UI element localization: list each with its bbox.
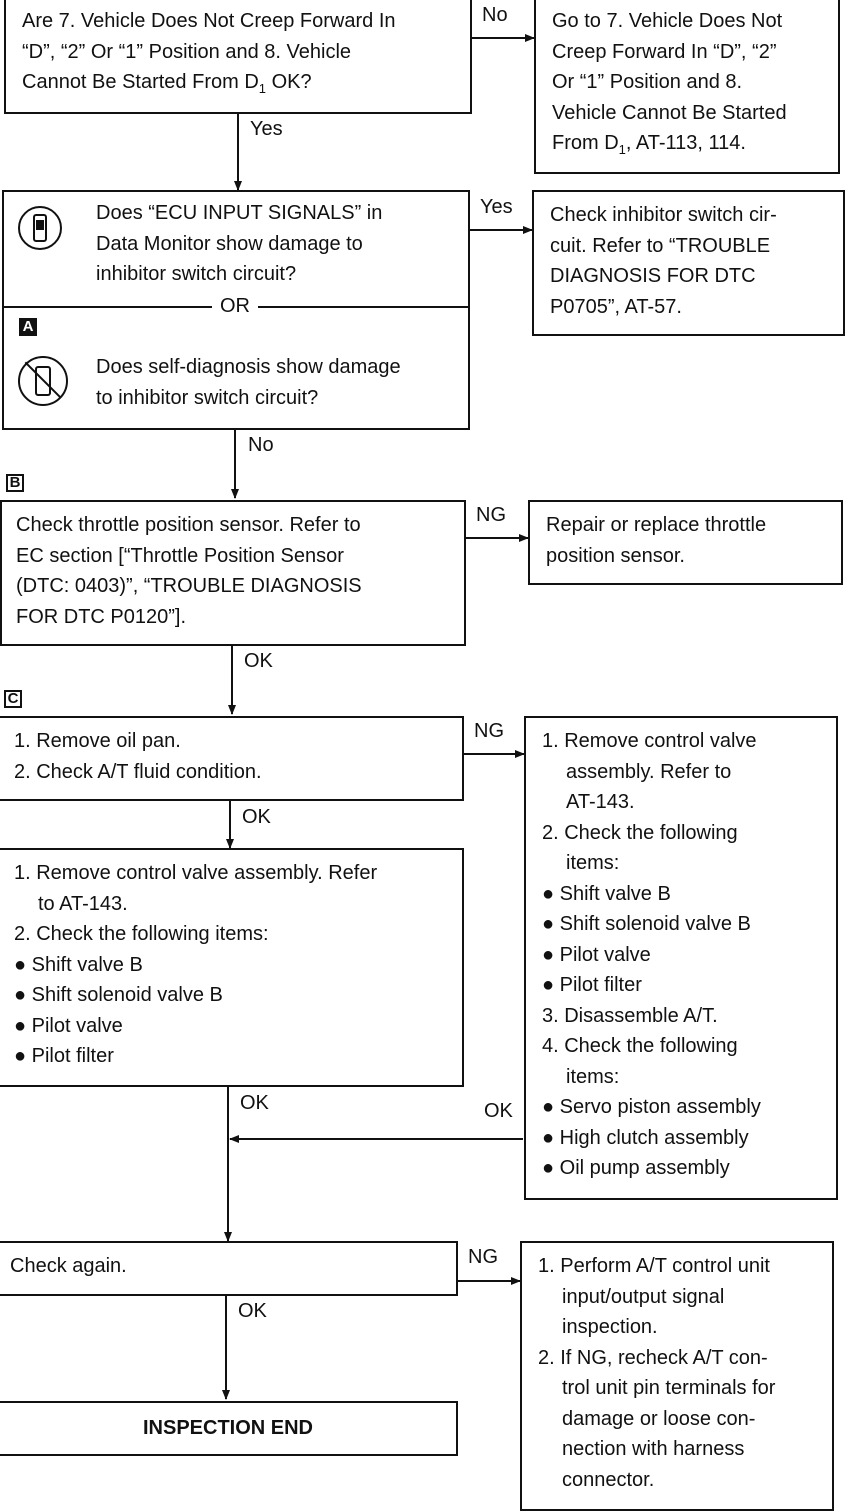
marker-a: A bbox=[19, 318, 37, 336]
label-ok-5: OK bbox=[240, 1092, 269, 1114]
label-yes-2: Yes bbox=[480, 196, 513, 218]
or-label: OR bbox=[212, 292, 258, 320]
consult-tool-icon bbox=[18, 206, 62, 250]
label-ok-4: OK bbox=[242, 806, 271, 828]
no-consult-tool-icon bbox=[18, 356, 68, 406]
result-box-2: Check inhibitor switch cir- cuit. Refer … bbox=[532, 190, 845, 336]
result-box-3: Repair or replace throttle position sens… bbox=[528, 500, 843, 585]
marker-c: C bbox=[4, 690, 22, 708]
label-no-1: No bbox=[482, 4, 508, 26]
inspection-end-box: INSPECTION END bbox=[0, 1401, 458, 1456]
label-ok-r4: OK bbox=[484, 1100, 513, 1122]
question-box-3: Check throttle position sensor. Refer to… bbox=[0, 500, 466, 646]
label-ok-6: OK bbox=[238, 1300, 267, 1322]
question-box-1: Are 7. Vehicle Does Not Creep Forward In… bbox=[4, 0, 472, 114]
label-ng-6: NG bbox=[468, 1246, 498, 1268]
result-box-1: Go to 7. Vehicle Does Not Creep Forward … bbox=[534, 0, 840, 174]
question-box-5: 1. Remove control valve assembly. Refer … bbox=[0, 848, 464, 1087]
result-box-6: 1. Perform A/T control unit input/output… bbox=[520, 1241, 834, 1511]
label-ok-3: OK bbox=[244, 650, 273, 672]
marker-b: B bbox=[6, 474, 24, 492]
label-no-2: No bbox=[248, 434, 274, 456]
label-ng-3: NG bbox=[476, 504, 506, 526]
question-box-6: Check again. bbox=[0, 1241, 458, 1296]
label-yes-1: Yes bbox=[250, 118, 283, 140]
question-box-4: 1. Remove oil pan. 2. Check A/T fluid co… bbox=[0, 716, 464, 801]
question-box-2: Does “ECU INPUT SIGNALS” in Data Monitor… bbox=[2, 190, 470, 430]
label-ng-4: NG bbox=[474, 720, 504, 742]
result-box-4: 1. Remove control valve assembly. Refer … bbox=[524, 716, 838, 1200]
